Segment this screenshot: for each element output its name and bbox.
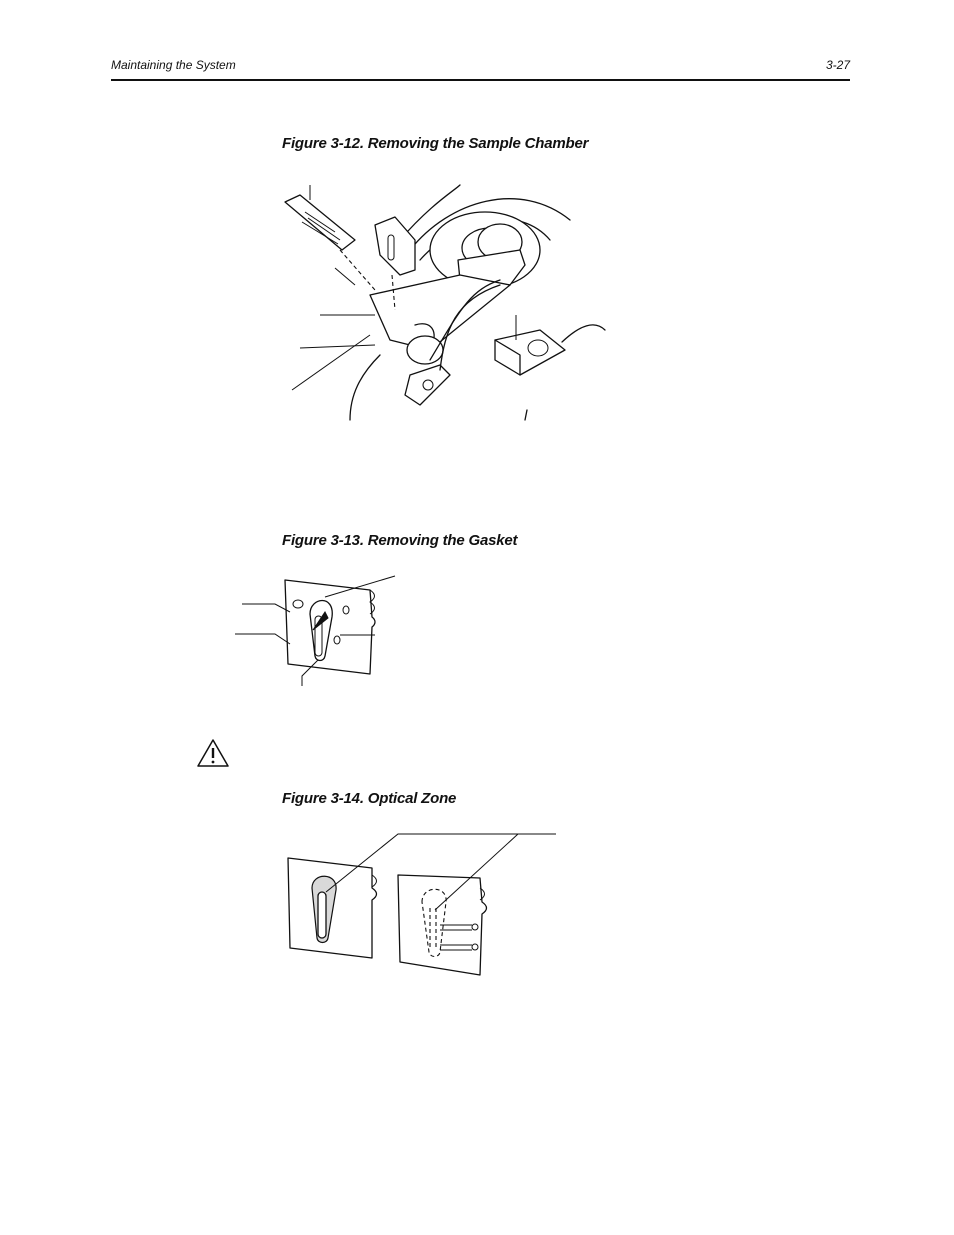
figure-3-12-caption: Figure 3-12. Removing the Sample Chamber bbox=[282, 135, 589, 152]
figure-3-13-caption: Figure 3-13. Removing the Gasket bbox=[282, 532, 518, 549]
figure-3-12-sample-chamber-illustration bbox=[284, 184, 606, 421]
page-number: 3-27 bbox=[826, 58, 851, 72]
header-rule bbox=[111, 79, 850, 81]
figure-3-14-optical-zone-illustration bbox=[287, 833, 556, 976]
running-header-title: Maintaining the System bbox=[111, 58, 236, 72]
warning-triangle-icon bbox=[197, 739, 229, 767]
figure-3-13-gasket-illustration bbox=[235, 575, 396, 686]
figure-3-14-caption: Figure 3-14. Optical Zone bbox=[282, 790, 457, 807]
